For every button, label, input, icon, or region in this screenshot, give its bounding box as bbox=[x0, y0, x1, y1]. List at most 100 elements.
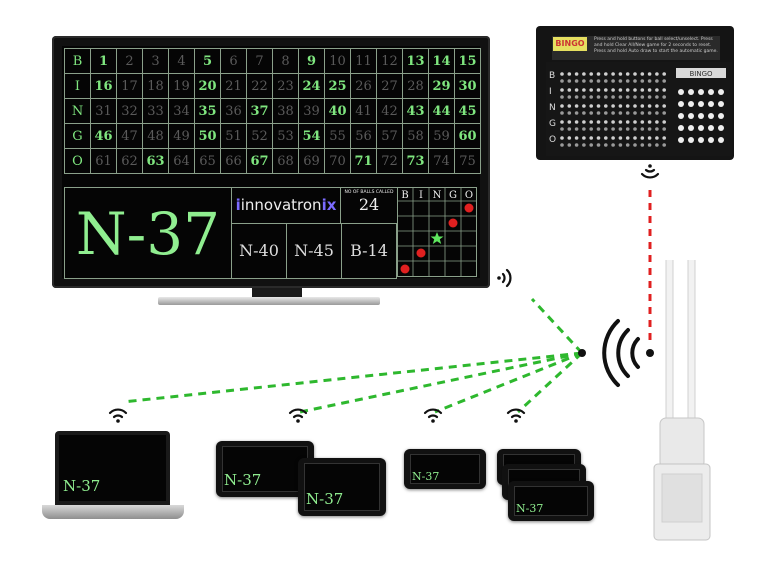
console-number-button[interactable] bbox=[625, 95, 630, 99]
console-number-button[interactable] bbox=[640, 79, 645, 83]
console-number-button[interactable] bbox=[662, 143, 666, 147]
console-number-button[interactable] bbox=[611, 143, 615, 147]
console-card-button[interactable] bbox=[688, 101, 694, 107]
console-card-button[interactable] bbox=[678, 125, 684, 131]
console-number-button[interactable] bbox=[655, 95, 659, 99]
console-card-button[interactable] bbox=[708, 113, 714, 119]
console-number-button[interactable] bbox=[560, 95, 564, 99]
console-number-button[interactable] bbox=[662, 79, 666, 83]
console-number-button[interactable] bbox=[625, 79, 630, 83]
console-number-button[interactable] bbox=[560, 79, 564, 83]
console-number-button[interactable] bbox=[604, 143, 608, 147]
console-number-button[interactable] bbox=[625, 111, 630, 115]
console-card-button[interactable] bbox=[708, 101, 714, 107]
console-card-button[interactable] bbox=[688, 137, 694, 143]
console-number-button[interactable] bbox=[633, 127, 637, 131]
console-number-button[interactable] bbox=[662, 127, 666, 131]
console-card-button[interactable] bbox=[708, 137, 714, 143]
console-number-button[interactable] bbox=[574, 79, 579, 83]
console-number-button[interactable] bbox=[589, 79, 593, 83]
console-number-button[interactable] bbox=[647, 95, 652, 99]
console-number-button[interactable] bbox=[640, 143, 645, 147]
console-number-button[interactable] bbox=[567, 95, 572, 99]
console-number-button[interactable] bbox=[625, 143, 630, 147]
console-number-button[interactable] bbox=[567, 111, 572, 115]
console-number-button[interactable] bbox=[560, 127, 564, 131]
console-number-button[interactable] bbox=[611, 111, 615, 115]
console-number-button[interactable] bbox=[560, 111, 564, 115]
console-number-button[interactable] bbox=[655, 127, 659, 131]
console-card-button[interactable] bbox=[678, 113, 684, 119]
console-card-button[interactable] bbox=[718, 125, 724, 131]
console-number-button[interactable] bbox=[582, 127, 586, 131]
console-number-button[interactable] bbox=[633, 95, 637, 99]
console-number-button[interactable] bbox=[582, 95, 586, 99]
console-number-button[interactable] bbox=[604, 111, 608, 115]
console-number-button[interactable] bbox=[596, 111, 601, 115]
console-number-button[interactable] bbox=[596, 127, 601, 131]
console-number-button[interactable] bbox=[647, 79, 652, 83]
console-card-button[interactable] bbox=[708, 125, 714, 131]
console-number-button[interactable] bbox=[611, 95, 615, 99]
console-number-button[interactable] bbox=[655, 79, 659, 83]
console-card-button[interactable] bbox=[678, 101, 684, 107]
console-number-button[interactable] bbox=[633, 79, 637, 83]
console-card-button[interactable] bbox=[718, 113, 724, 119]
console-number-button[interactable] bbox=[589, 95, 593, 99]
console-number-button[interactable] bbox=[589, 111, 593, 115]
console-number-button[interactable] bbox=[633, 111, 637, 115]
console-card-button[interactable] bbox=[688, 125, 694, 131]
console-number-button[interactable] bbox=[582, 143, 586, 147]
console-number-button[interactable] bbox=[574, 95, 579, 99]
console-card-button[interactable] bbox=[688, 113, 694, 119]
console-card-button[interactable] bbox=[698, 113, 704, 119]
console-card-button[interactable] bbox=[718, 89, 724, 95]
console-number-button[interactable] bbox=[640, 127, 645, 131]
console-number-button[interactable] bbox=[611, 127, 615, 131]
console-number-button[interactable] bbox=[604, 79, 608, 83]
console-card-button[interactable] bbox=[698, 101, 704, 107]
console-number-button[interactable] bbox=[655, 143, 659, 147]
console-number-button[interactable] bbox=[647, 143, 652, 147]
console-number-button[interactable] bbox=[662, 95, 666, 99]
console-number-button[interactable] bbox=[582, 79, 586, 83]
console-number-button[interactable] bbox=[560, 143, 564, 147]
console-card-button[interactable] bbox=[688, 89, 694, 95]
console-number-button[interactable] bbox=[574, 143, 579, 147]
console-card-button[interactable] bbox=[708, 89, 714, 95]
console-number-button[interactable] bbox=[640, 95, 645, 99]
console-number-button[interactable] bbox=[633, 143, 637, 147]
console-number-button[interactable] bbox=[596, 143, 601, 147]
console-number-button[interactable] bbox=[604, 127, 608, 131]
console-card-button[interactable] bbox=[718, 137, 724, 143]
console-card-button[interactable] bbox=[698, 125, 704, 131]
console-number-button[interactable] bbox=[647, 111, 652, 115]
console-number-button[interactable] bbox=[618, 127, 623, 131]
console-number-button[interactable] bbox=[582, 111, 586, 115]
console-number-button[interactable] bbox=[647, 127, 652, 131]
console-number-button[interactable] bbox=[618, 79, 623, 83]
console-card-button[interactable] bbox=[678, 89, 684, 95]
console-card-button[interactable] bbox=[698, 89, 704, 95]
console-number-button[interactable] bbox=[596, 95, 601, 99]
console-number-button[interactable] bbox=[625, 127, 630, 131]
console-number-button[interactable] bbox=[574, 111, 579, 115]
console-number-button[interactable] bbox=[604, 95, 608, 99]
console-number-button[interactable] bbox=[618, 95, 623, 99]
console-number-button[interactable] bbox=[567, 127, 572, 131]
console-number-button[interactable] bbox=[574, 127, 579, 131]
console-number-button[interactable] bbox=[662, 111, 666, 115]
console-number-button[interactable] bbox=[589, 127, 593, 131]
console-number-button[interactable] bbox=[596, 79, 601, 83]
console-number-button[interactable] bbox=[618, 143, 623, 147]
console-number-button[interactable] bbox=[655, 111, 659, 115]
console-number-button[interactable] bbox=[589, 143, 593, 147]
console-card-button[interactable] bbox=[718, 101, 724, 107]
console-card-button[interactable] bbox=[698, 137, 704, 143]
console-number-button[interactable] bbox=[611, 79, 615, 83]
console-number-button[interactable] bbox=[567, 79, 572, 83]
console-number-button[interactable] bbox=[567, 143, 572, 147]
console-number-button[interactable] bbox=[640, 111, 645, 115]
console-number-button[interactable] bbox=[618, 111, 623, 115]
console-card-button[interactable] bbox=[678, 137, 684, 143]
